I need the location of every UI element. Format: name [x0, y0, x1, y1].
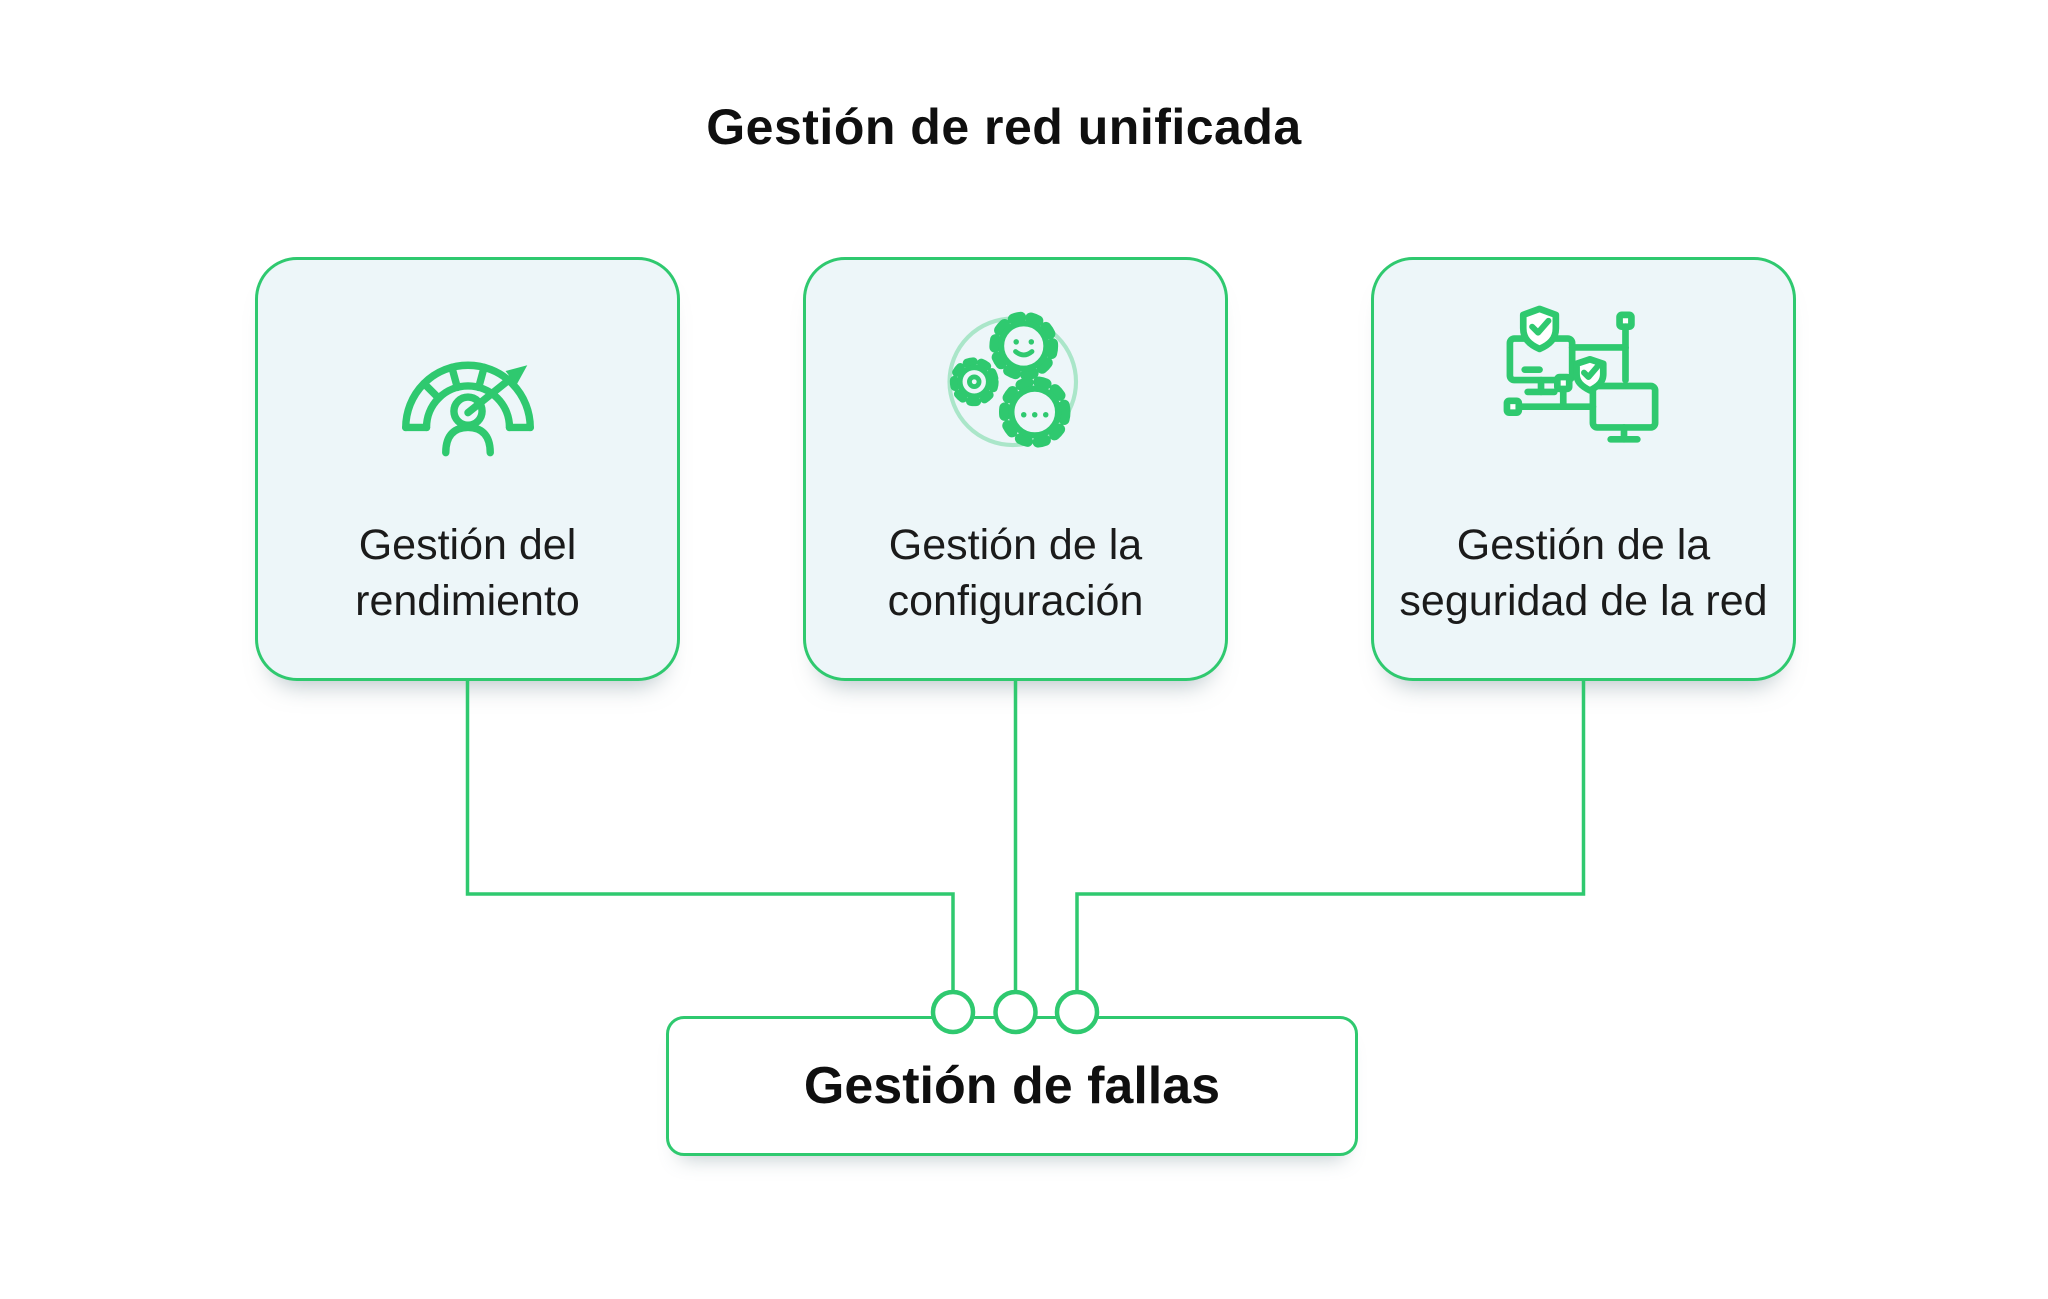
connector-security: [1075, 679, 1586, 992]
card-configuration: Gestión de la configuración: [803, 257, 1228, 681]
card-configuration-label: Gestión de la configuración: [887, 520, 1144, 625]
fault-management-box: Gestión de fallas: [666, 1016, 1358, 1156]
card-performance: Gestión del rendimiento: [255, 257, 680, 681]
diagram-title: Gestión de red unificada: [706, 99, 1302, 155]
fault-management-label: Gestión de fallas: [803, 1057, 1221, 1115]
card-performance-label: Gestión del rendimiento: [355, 520, 580, 625]
card-security: Gestión de la seguridad de la red: [1371, 257, 1796, 681]
gears-icon: [933, 282, 1098, 487]
network-security-icon: [1495, 282, 1673, 487]
connector-performance: [465, 679, 955, 992]
speedometer-user-icon: [379, 282, 557, 487]
card-security-label: Gestión de la seguridad de la red: [1399, 520, 1768, 625]
